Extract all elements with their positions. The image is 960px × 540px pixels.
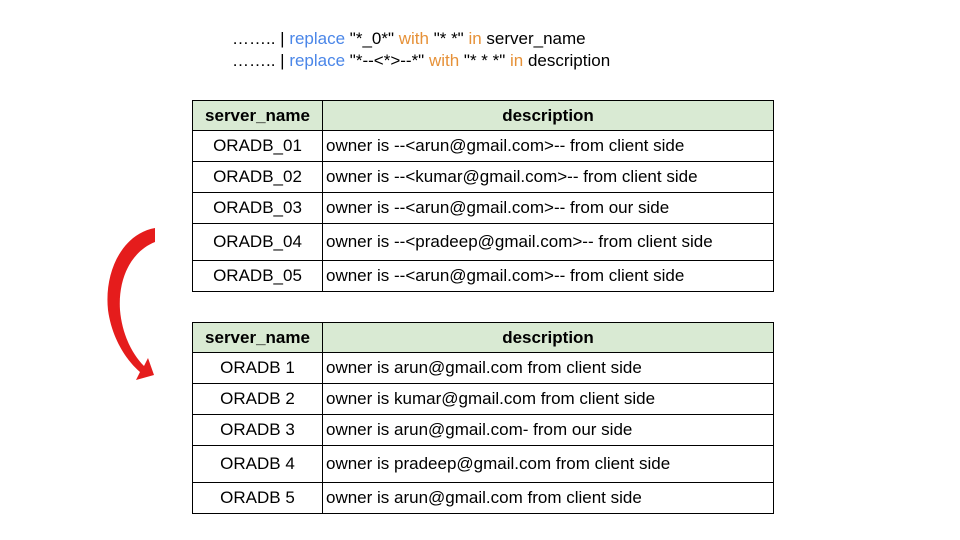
- column-header-server-name: server_name: [192, 100, 323, 131]
- keyword-replace: replace: [289, 51, 346, 70]
- keyword-with: with: [398, 29, 429, 48]
- table-row: ORADB_01 owner is --<arun@gmail.com>-- f…: [192, 130, 774, 162]
- cell-server-name: ORADB_01: [192, 130, 323, 162]
- cell-description: owner is arun@gmail.com from client side: [322, 352, 774, 384]
- keyword-in: in: [510, 51, 524, 70]
- cell-server-name: ORADB 1: [192, 352, 323, 384]
- cell-description: owner is --<pradeep@gmail.com>-- from cl…: [322, 223, 774, 261]
- cell-server-name: ORADB_04: [192, 223, 323, 261]
- field-name: description: [523, 51, 611, 70]
- table-before: server_name description ORADB_01 owner i…: [192, 100, 774, 292]
- cell-server-name: ORADB_02: [192, 161, 323, 193]
- column-header-description: description: [322, 100, 774, 131]
- cell-server-name: ORADB 4: [192, 445, 323, 483]
- table-header-row: server_name description: [192, 322, 774, 353]
- table-row: ORADB_04 owner is --<pradeep@gmail.com>-…: [192, 223, 774, 261]
- pattern-text: "*_0*": [345, 29, 399, 48]
- cell-server-name: ORADB 5: [192, 482, 323, 514]
- cell-description: owner is arun@gmail.com- from our side: [322, 414, 774, 446]
- keyword-in: in: [468, 29, 482, 48]
- command-prefix: …….. |: [232, 51, 290, 70]
- column-header-server-name: server_name: [192, 322, 323, 353]
- command-line-1: …….. | replace "*_0*" with "* *" in serv…: [232, 28, 610, 50]
- table-row: ORADB_03 owner is --<arun@gmail.com>-- f…: [192, 192, 774, 224]
- cell-server-name: ORADB 3: [192, 414, 323, 446]
- table-after: server_name description ORADB 1 owner is…: [192, 322, 774, 514]
- cell-server-name: ORADB_03: [192, 192, 323, 224]
- cell-description: owner is --<arun@gmail.com>-- from our s…: [322, 192, 774, 224]
- command-prefix: …….. |: [232, 29, 290, 48]
- keyword-replace: replace: [289, 29, 346, 48]
- curved-arrow-down-icon: [107, 228, 155, 380]
- command-block: …….. | replace "*_0*" with "* *" in serv…: [232, 28, 610, 72]
- cell-description: owner is --<arun@gmail.com>-- from clien…: [322, 130, 774, 162]
- cell-description: owner is --<arun@gmail.com>-- from clien…: [322, 260, 774, 292]
- cell-description: owner is pradeep@gmail.com from client s…: [322, 445, 774, 483]
- table-row: ORADB 2 owner is kumar@gmail.com from cl…: [192, 383, 774, 415]
- keyword-with: with: [428, 51, 460, 70]
- table-row: ORADB 5 owner is arun@gmail.com from cli…: [192, 482, 774, 514]
- column-header-description: description: [322, 322, 774, 353]
- replacement-text: "* *": [428, 29, 469, 48]
- cell-server-name: ORADB_05: [192, 260, 323, 292]
- table-row: ORADB_05 owner is --<arun@gmail.com>-- f…: [192, 260, 774, 292]
- table-row: ORADB 4 owner is pradeep@gmail.com from …: [192, 445, 774, 483]
- command-line-2: …….. | replace "*--<*>--*" with "* * *" …: [232, 50, 610, 72]
- table-row: ORADB 1 owner is arun@gmail.com from cli…: [192, 352, 774, 384]
- replacement-text: "* * *": [459, 51, 510, 70]
- cell-description: owner is kumar@gmail.com from client sid…: [322, 383, 774, 415]
- pattern-text: "*--<*>--*": [345, 51, 429, 70]
- table-row: ORADB_02 owner is --<kumar@gmail.com>-- …: [192, 161, 774, 193]
- field-name: server_name: [481, 29, 586, 48]
- cell-description: owner is arun@gmail.com from client side: [322, 482, 774, 514]
- cell-server-name: ORADB 2: [192, 383, 323, 415]
- table-header-row: server_name description: [192, 100, 774, 131]
- table-row: ORADB 3 owner is arun@gmail.com- from ou…: [192, 414, 774, 446]
- cell-description: owner is --<kumar@gmail.com>-- from clie…: [322, 161, 774, 193]
